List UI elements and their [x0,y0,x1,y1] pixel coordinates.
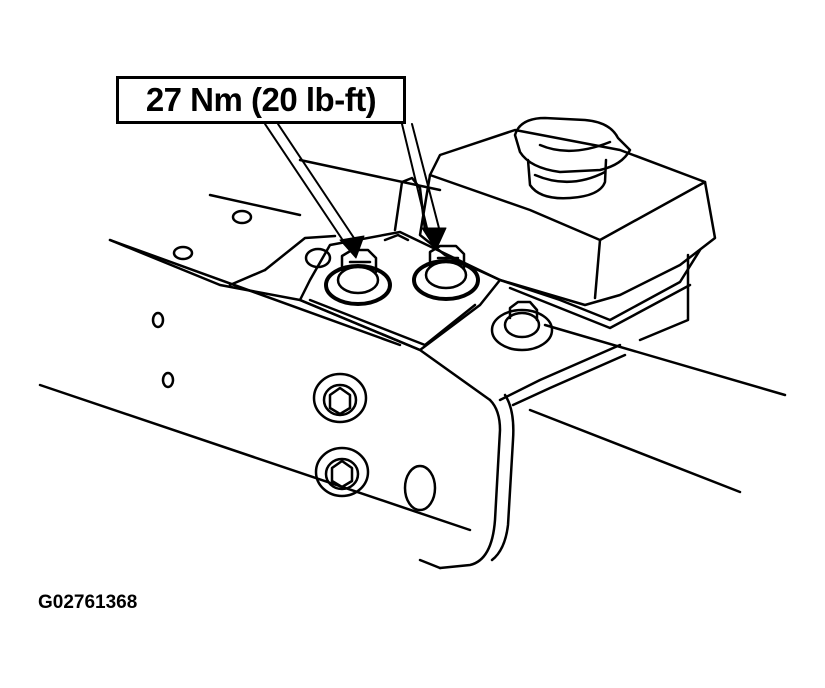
side-bolt-upper [314,374,366,422]
bolt-reservoir-side [492,302,552,350]
arrowheads [340,228,446,258]
torque-bolt-right [414,246,478,299]
frame-rail-lines [40,160,785,530]
torque-callout-box: 27 Nm (20 lb-ft) [116,76,406,124]
bracket-body [110,240,625,568]
reservoir-cap-icon [515,118,630,198]
torque-bolt-left [306,249,390,304]
torque-spec-label: 27 Nm (20 lb-ft) [145,81,377,118]
mounting-holes [153,211,435,510]
torque-leader-arrows [265,124,440,248]
reservoir-tank [420,130,715,340]
figure-id-label: G02761368 [38,592,138,613]
side-bolt-lower [316,448,368,496]
bracket-tab [385,178,425,240]
